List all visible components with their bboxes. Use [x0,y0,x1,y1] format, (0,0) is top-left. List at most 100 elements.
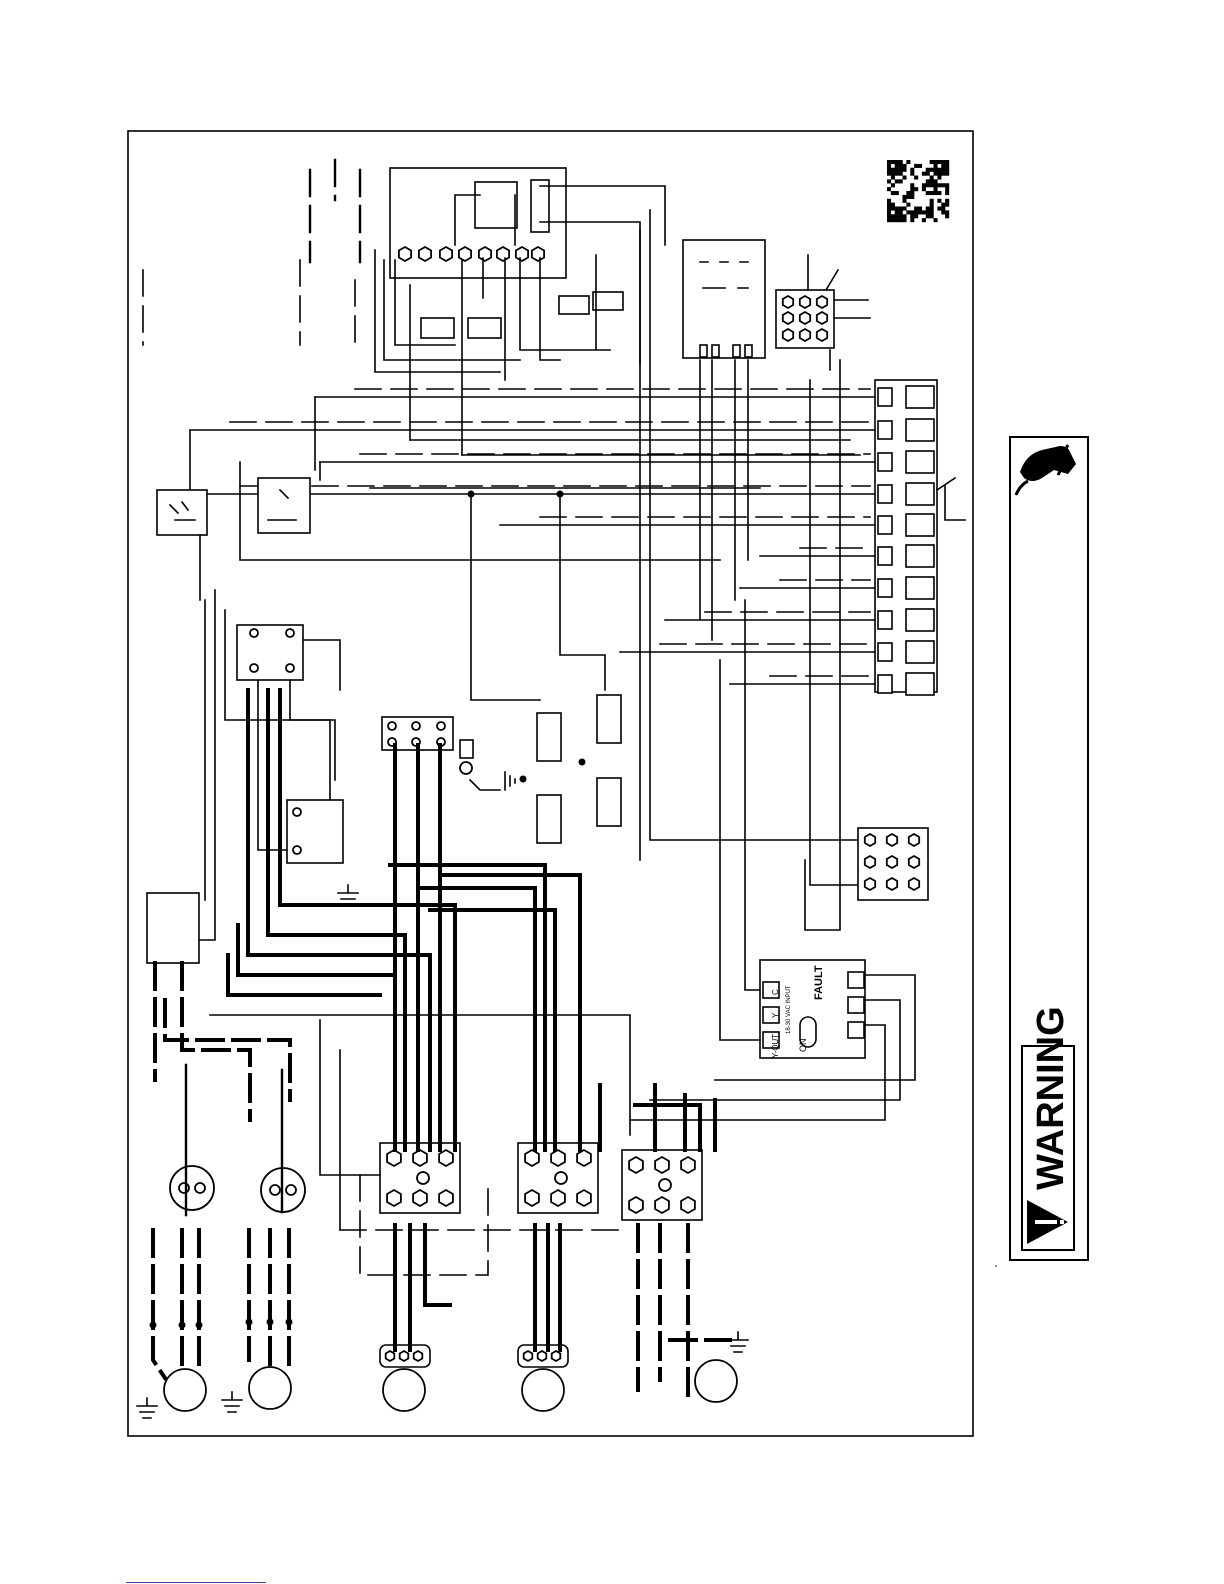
qr-module [910,191,914,195]
qr-module [910,183,914,187]
strip-cell [906,545,934,567]
qr-module [891,207,895,211]
strip-cell [906,451,934,473]
qr-module [891,191,895,195]
qr-module [895,191,899,195]
strip-cell [906,483,934,505]
module-terminal [848,997,864,1013]
vac-label: 18-30 VAC INPUT [786,985,792,1034]
qr-module [941,210,945,214]
strip-cell [906,419,934,441]
terminal-hex [655,1157,669,1173]
qr-module [887,179,891,183]
qr-module [930,183,934,187]
qr-module [910,168,914,172]
qr-module [945,214,949,218]
terminal-hex [800,296,810,308]
terminal-hex [629,1197,643,1213]
diagram-frame [128,131,973,1436]
qr-module [930,168,934,172]
qr-module [941,183,945,187]
strip-cell [906,641,934,663]
qr-module [941,203,945,207]
qr-module [930,199,934,203]
qr-module [926,172,930,176]
qr-module [930,203,934,207]
qr-module [926,168,930,172]
qr-module [891,214,895,218]
terminal-hex [681,1157,695,1173]
six-pin-plug [858,828,928,900]
terminal-hex [551,1150,565,1166]
terminal-hex [386,1351,395,1361]
terminal-hex [413,1150,427,1166]
warning-text: WARNING [1030,1006,1072,1190]
module-terminal [848,1022,864,1038]
qr-module [895,160,899,164]
qr-module [926,210,930,214]
qr-module [910,210,914,214]
terminal-hex [817,329,827,341]
qr-module [910,195,914,199]
qr-module [941,168,945,172]
strip-cell [906,577,934,599]
qr-module [891,218,895,222]
qr-module [945,183,949,187]
c-label: C [771,989,780,995]
qr-module [941,207,945,211]
module-terminal [848,972,864,988]
terminal-hex [440,247,452,261]
terminal-hex [783,296,793,308]
qr-module [934,179,938,183]
qr-module [906,203,910,207]
on-label: ON [798,1039,808,1053]
terminal-hex [783,312,793,324]
strip-terminal [878,547,892,565]
qr-module [941,160,945,164]
terminal-hex [909,878,919,890]
qr-module [903,195,907,199]
terminal-hex [387,1150,401,1166]
qr-module [887,160,891,164]
terminal-hex [887,856,897,868]
strip-terminal [878,643,892,661]
terminal-hex [655,1197,669,1213]
qr-module [937,191,941,195]
qr-module [906,191,910,195]
strip-cell [906,609,934,631]
qr-module [887,207,891,211]
terminal-hex [497,247,509,261]
qr-module [906,195,910,199]
terminal-hex [551,1190,565,1206]
qr-module [895,214,899,218]
terminal-hex [479,247,491,261]
qr-module [887,187,891,191]
terminal-hex [399,247,411,261]
qr-module [922,172,926,176]
qr-module [937,168,941,172]
qr-module [945,210,949,214]
qr-module [903,218,907,222]
strip-terminal [878,611,892,629]
qr-module [910,214,914,218]
qr-module [903,168,907,172]
qr-module [887,172,891,176]
yout-label: Y-OUT [771,1034,780,1058]
qr-module [918,207,922,211]
capacitor-terminal [195,1183,205,1193]
terminal-hex [817,296,827,308]
electric-shock-hand-icon [1014,440,1084,498]
qr-module [906,210,910,214]
qr-module [934,172,938,176]
strip-terminal [878,516,892,534]
contactor-coil [555,1172,567,1184]
qr-module [910,172,914,176]
capacitor-terminal [179,1183,189,1193]
qr-module [934,191,938,195]
qr-module [930,179,934,183]
strip-terminal [878,675,892,693]
qr-module [895,210,899,214]
qr-module [926,179,930,183]
motor [383,1369,425,1411]
